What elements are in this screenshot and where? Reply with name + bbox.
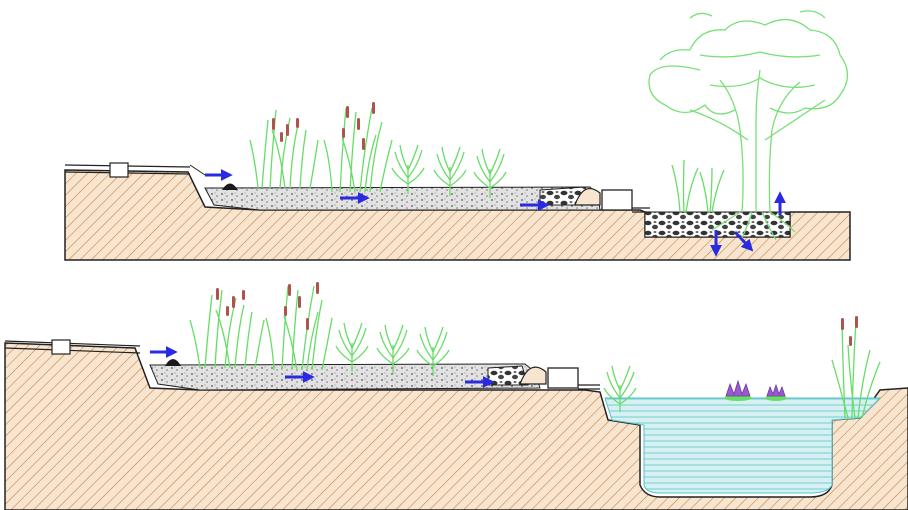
top-gravel-bed xyxy=(204,186,601,211)
arrow-down-icon xyxy=(733,230,754,252)
bottom-cattail-cluster-2 xyxy=(265,285,333,371)
top-rosette-plant-3 xyxy=(473,148,507,198)
bottom-pond-cattail-heads xyxy=(841,316,858,346)
top-iris-plants xyxy=(671,159,725,213)
bottom-cattail-heads-1 xyxy=(216,288,245,316)
bottom-panel xyxy=(4,282,908,510)
bottom-check-dam xyxy=(519,366,547,385)
top-cattail-cluster-1 xyxy=(249,109,319,189)
bottom-inflow-pipe xyxy=(4,339,141,355)
bottom-rosette-plant-1 xyxy=(335,322,369,372)
top-inflow-pipe xyxy=(64,162,206,178)
top-cattail-heads-2 xyxy=(342,102,375,150)
top-rosette-plant-1 xyxy=(391,144,425,194)
bottom-outlet-structure xyxy=(547,367,600,390)
bottom-cattail-cluster-1 xyxy=(189,289,265,369)
bottom-pond-water xyxy=(604,397,882,494)
bottom-gravel-bed xyxy=(149,363,541,391)
bottom-water-lily-2 xyxy=(765,383,787,401)
top-cattail-cluster-2 xyxy=(323,107,393,193)
top-cattail-heads-1 xyxy=(272,118,299,142)
top-tree xyxy=(648,10,849,241)
bottom-pond-edge-plant xyxy=(603,365,637,412)
bottom-inlet-rock xyxy=(165,359,181,366)
top-check-dam xyxy=(574,187,601,206)
bottom-cattail-heads-2 xyxy=(284,282,319,330)
bottom-pond-cattails xyxy=(831,319,881,419)
top-outlet-structure xyxy=(601,189,650,213)
top-rosette-plant-2 xyxy=(433,146,467,196)
bottom-water-lily-1 xyxy=(724,379,752,401)
bottom-rosette-plant-2 xyxy=(376,324,410,374)
bottom-rosette-plant-3 xyxy=(416,326,450,376)
top-inlet-rock xyxy=(222,183,238,190)
top-panel xyxy=(64,10,851,261)
